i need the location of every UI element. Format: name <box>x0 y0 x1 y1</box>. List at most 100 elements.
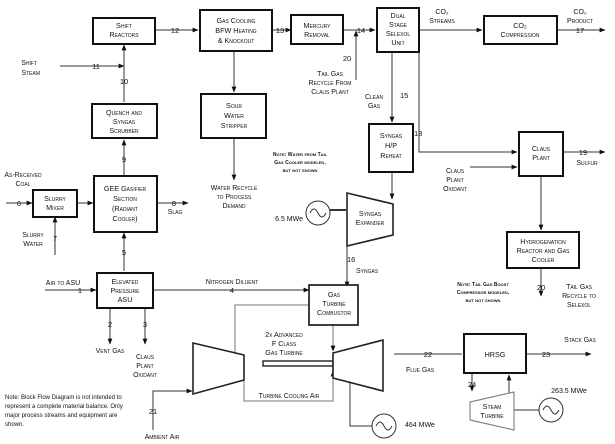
svg-text:Stage: Stage <box>389 20 408 29</box>
block-slurry-mixer: Slurry Mixer <box>32 189 78 218</box>
svg-text:ASU: ASU <box>118 295 133 304</box>
svg-text:Product: Product <box>567 18 593 25</box>
stream-number: 15 <box>400 91 408 100</box>
stream-number: 3 <box>143 320 147 329</box>
shift-steam-label: Shift <box>21 60 37 67</box>
stream-number: 5 <box>122 248 126 257</box>
svg-text:Steam: Steam <box>21 70 40 77</box>
svg-text:Removal: Removal <box>304 30 330 39</box>
svg-text:Water: Water <box>23 241 43 248</box>
stream-21-line <box>152 388 193 430</box>
turbine-cooling-air-line <box>243 370 336 402</box>
stream-labels: Shift Steam CO₂ Streams CO₂ Product Tail… <box>4 9 598 441</box>
air-to-asu-label: Air to ASU <box>46 280 80 287</box>
svg-text:Expander: Expander <box>356 218 385 227</box>
block-sour-water-stripper: Sour Water Stripper <box>200 93 267 139</box>
clean-gas-label: Clean <box>365 94 384 101</box>
svg-text:Claus Plant: Claus Plant <box>311 89 349 96</box>
svg-text:F Class: F Class <box>272 339 297 348</box>
gt-generator-shaft <box>349 370 372 427</box>
asu-label: Elevated <box>112 277 139 286</box>
stream-number: 1 <box>78 286 82 295</box>
block-hydrogenation: Hydrogenation Reactor and Gas Cooler <box>506 231 580 269</box>
svg-text:Pressure: Pressure <box>111 286 141 295</box>
stream-number: 14 <box>357 26 365 35</box>
hrsg-label: HRSG <box>485 350 506 359</box>
tail-gas-recycle-claus-label: Tail Gas <box>317 71 344 78</box>
block-mercury-removal: Mercury Removal <box>290 14 344 45</box>
svg-text:Reheat: Reheat <box>380 151 402 160</box>
svg-text:Selexol: Selexol <box>567 302 591 309</box>
svg-text:Gas Cooler modeled,: Gas Cooler modeled, <box>274 160 326 166</box>
stream-number: 20 <box>537 283 545 292</box>
water-recycle-label: Water Recycle <box>211 185 258 192</box>
note-boost-compressor: Note: Tail Gas Boost <box>457 282 509 288</box>
svg-text:Selexol: Selexol <box>386 29 410 38</box>
flue-gas-label: Flue Gas <box>406 367 435 374</box>
svg-text:but not shown: but not shown <box>283 168 318 174</box>
sine-wave-icon <box>542 405 560 415</box>
sulfur-label: Sulfur <box>576 160 598 167</box>
gt-shaft <box>262 360 334 367</box>
stream-number: 16 <box>347 255 355 264</box>
svg-text:Demand: Demand <box>222 203 246 210</box>
as-received-coal-label: As-Received <box>4 172 42 179</box>
svg-text:Recycle to: Recycle to <box>562 293 596 300</box>
stream-number: 4 <box>230 286 234 295</box>
svg-text:Compressor modeled,: Compressor modeled, <box>457 290 510 296</box>
svg-text:Plant: Plant <box>446 177 463 184</box>
sine-wave-icon <box>375 421 393 431</box>
svg-text:Cooler): Cooler) <box>112 214 137 223</box>
syngas-expander-label: Syngas <box>359 209 382 218</box>
shift-reactors-label: Shift <box>116 21 132 30</box>
block-asu: Elevated Pressure ASU <box>96 272 154 309</box>
co2-streams-label: CO₂ <box>435 9 449 16</box>
svg-text:Mixer: Mixer <box>46 203 64 212</box>
svg-text:Syngas: Syngas <box>113 117 136 126</box>
co2-compression-label: CO₂ <box>513 21 527 30</box>
stream-number: 11 <box>92 62 100 71</box>
generator-expander <box>305 200 346 226</box>
block-claus-plant: Claus Plant <box>518 131 564 177</box>
stream-number: 23 <box>542 350 550 359</box>
svg-text:Turbine: Turbine <box>480 411 504 420</box>
svg-text:Scrubber: Scrubber <box>109 126 139 135</box>
svg-text:Unit: Unit <box>391 38 404 47</box>
block-hrsg: HRSG <box>463 333 527 374</box>
sour-water-label: Sour <box>226 101 242 110</box>
svg-text:Turbine: Turbine <box>322 299 346 308</box>
block-syngas-expander: Syngas Expander <box>346 191 394 248</box>
svg-text:Oxidant: Oxidant <box>133 372 157 379</box>
svg-text:Streams: Streams <box>429 18 455 25</box>
stream-number: 9 <box>122 155 126 164</box>
tail-gas-recycle-selexol-label: Tail Gas <box>566 284 593 291</box>
claus-oxidant-right-label: Claus <box>446 168 465 175</box>
svg-text:major process streams and equi: major process streams and equipment are <box>5 413 118 419</box>
svg-text:& Knockout: & Knockout <box>218 36 255 45</box>
selexol-label: Dual <box>391 11 406 20</box>
stream-number: 13 <box>276 26 284 35</box>
stream-numbers: 11 10 12 13 14 20 17 15 18 19 6 7 8 9 5 … <box>17 26 587 416</box>
stream-number: 6 <box>17 199 21 208</box>
stream-number: 22 <box>424 350 432 359</box>
mercury-removal-label: Mercury <box>303 21 331 30</box>
block-shift-reactors: Shift Reactors <box>92 17 156 45</box>
svg-text:Coal: Coal <box>15 181 30 188</box>
svg-text:Stripper: Stripper <box>221 121 248 130</box>
co2-product-label: CO₂ <box>573 9 587 16</box>
svg-text:Cooler: Cooler <box>532 255 555 264</box>
gas-turbine-label: 2x Advanced <box>265 330 303 339</box>
svg-text:BFW Heating: BFW Heating <box>215 26 257 35</box>
svg-text:to Process: to Process <box>217 194 252 201</box>
stream-number: 24 <box>468 380 476 389</box>
notes: Note: Water from Tail Gas Cooler modeled… <box>5 152 510 428</box>
ambient-air-label: Ambient Air <box>145 434 180 441</box>
svg-text:Plant: Plant <box>136 363 153 370</box>
gasifier-label: GEE Gasifier <box>104 184 147 193</box>
stack-gas-label: Stack Gas <box>564 337 596 344</box>
svg-text:Gas: Gas <box>368 103 381 110</box>
block-gt-combustor: Gas Turbine Combustor <box>308 284 359 326</box>
gt-expander-shape <box>332 338 384 393</box>
block-co2-compression: CO₂ Compression <box>483 15 558 45</box>
